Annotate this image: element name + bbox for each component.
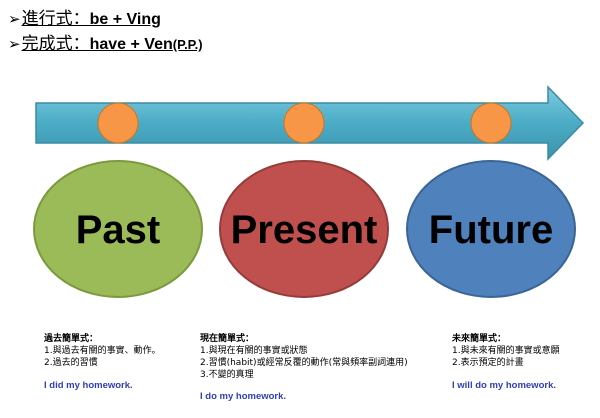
past-note-example: I did my homework. [44,380,133,391]
past-note: 過去簡單式： 1.與過去有關的事實、動作。 2.過去的習慣 I did my h… [44,333,161,392]
present-note-line-1: 1.與現在有關的事實或狀態 [200,346,308,356]
bullet-arrow-icon: ➢ [8,35,21,53]
past-label: Past [76,208,161,252]
present-circle [219,160,389,298]
past-note-title: 過去簡單式： [44,334,99,344]
present-note-title: 現在簡單式： [200,334,255,344]
stage-past: Past [33,160,203,298]
present-note-line-2: 2.習慣(habit)或經常反覆的動作(常與頻率副詞連用) [200,358,408,368]
stage-future: Future [406,160,576,298]
progressive-formula: be + Ving [89,11,161,28]
present-note: 現在簡單式： 1.與現在有關的事實或狀態 2.習慣(habit)或經常反覆的動作… [200,333,408,403]
future-note-title: 未來簡單式： [452,334,507,344]
present-note-line-3: 3.不變的真理 [200,370,254,380]
perfect-heading: ➢完成式：have + Ven(P.P.) [8,33,203,56]
past-note-line-1: 1.與過去有關的事實、動作。 [44,346,161,356]
stage-present: Present [219,160,389,298]
future-note-example: I will do my homework. [452,380,556,391]
future-marker [470,102,512,144]
present-marker [283,102,325,144]
progressive-heading: ➢進行式：be + Ving [8,8,161,31]
future-note: 未來簡單式： 1.與未來有關的事實或意願 2.表示預定的計畫 I will do… [452,333,560,392]
future-note-line-1: 1.與未來有關的事實或意願 [452,346,560,356]
progressive-label: 進行式： [21,9,90,29]
past-marker [97,102,139,144]
future-label: Future [429,208,553,252]
perfect-pp-note: (P.P.) [172,37,203,52]
perfect-formula: have + Ven(P.P.) [89,36,203,53]
tense-timeline-diagram: Past Present Future [33,85,585,298]
past-note-line-2: 2.過去的習慣 [44,358,98,368]
perfect-label: 完成式： [21,34,90,54]
future-note-line-2: 2.表示預定的計畫 [452,358,524,368]
present-note-example: I do my homework. [200,391,287,402]
past-circle [33,160,203,298]
future-circle [406,160,576,298]
present-label: Present [231,208,378,252]
bullet-arrow-icon: ➢ [8,10,21,28]
